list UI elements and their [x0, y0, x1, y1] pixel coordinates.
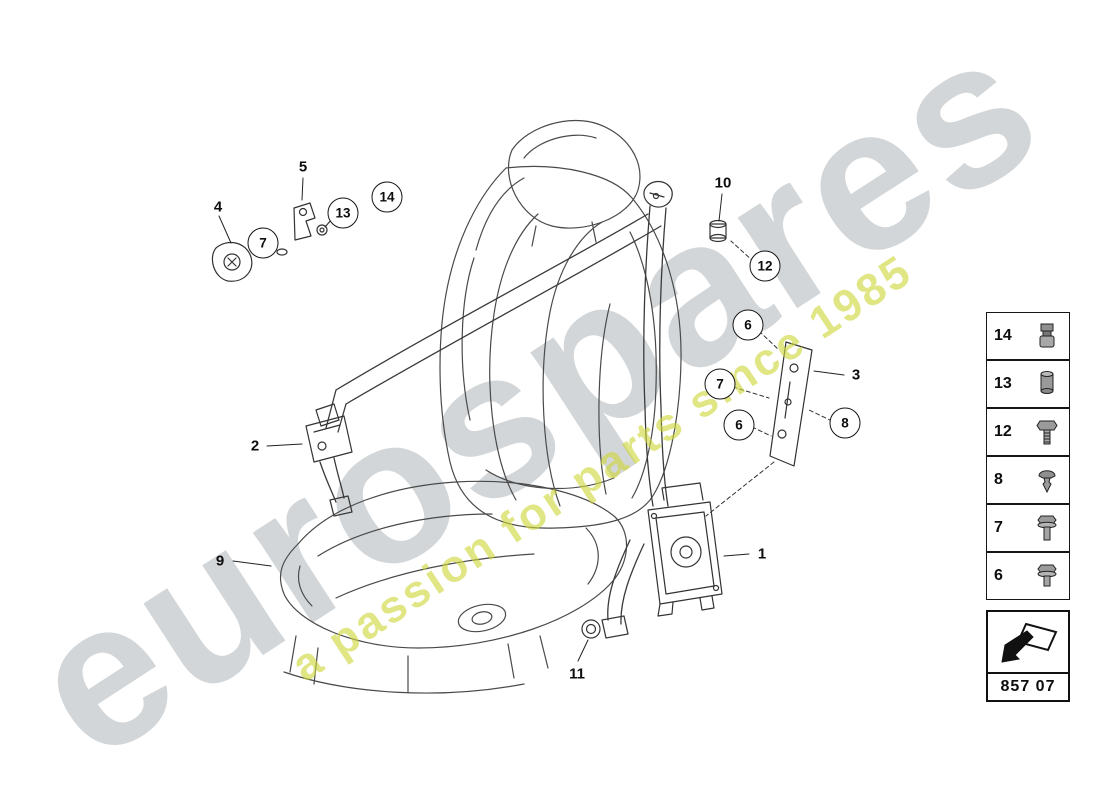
part-callout-circle-14: 14	[371, 181, 403, 213]
seat-back	[439, 165, 682, 529]
part-callout-circle-13: 13	[327, 197, 359, 229]
diagram-code-box: 857 07	[986, 610, 1070, 702]
direction-arrow-icon	[1001, 622, 1058, 663]
legend-item-13: 13	[986, 360, 1070, 408]
diagram-code: 857 07	[988, 672, 1068, 700]
legend-item-number: 14	[994, 327, 1012, 344]
part-callout-circle-12: 12	[749, 250, 781, 282]
belt-retractor-part-1	[647, 482, 723, 617]
legend-item-14: 14	[986, 312, 1070, 360]
leader-lines-dashed	[705, 240, 833, 517]
flange-bolt-icon	[1034, 561, 1060, 591]
legend-item-number: 12	[994, 423, 1012, 440]
part-callout-circle-6: 6	[723, 409, 755, 441]
seatbelt-straps	[319, 205, 669, 639]
part-callout-9: 9	[215, 552, 225, 570]
part-callout-circle-8: 8	[829, 407, 861, 439]
sleeve-nut-icon	[1034, 321, 1060, 351]
grommet-part-11	[581, 619, 601, 639]
leader-lines	[218, 177, 845, 662]
part-callout-circle-6: 6	[732, 309, 764, 341]
part-callout-circle-7: 7	[247, 227, 279, 259]
clip-icon	[1034, 465, 1060, 495]
seat-cushion	[279, 480, 628, 649]
legend-item-12: 12	[986, 408, 1070, 456]
part-callout-2: 2	[250, 437, 260, 455]
part-callout-10: 10	[714, 174, 732, 192]
legend-item-number: 7	[994, 519, 1003, 536]
part-callout-3: 3	[851, 366, 861, 384]
legend-item-6: 6	[986, 552, 1070, 600]
part-callout-1: 1	[757, 545, 767, 563]
part-callout-4: 4	[213, 198, 223, 216]
seat-headrest	[507, 119, 641, 247]
cover-part-4	[211, 241, 253, 282]
part-callout-5: 5	[298, 158, 308, 176]
legend-item-7: 7	[986, 504, 1070, 552]
spacer-part-10	[709, 219, 727, 243]
legend-item-number: 13	[994, 375, 1012, 392]
bracket-part-5	[293, 202, 316, 241]
belt-buckle-part-2	[305, 403, 353, 463]
legend-item-number: 8	[994, 471, 1003, 488]
mounting-bracket-part-3	[769, 341, 813, 467]
screw-icon	[1034, 417, 1060, 447]
legend-item-number: 6	[994, 567, 1003, 584]
seat-base-rails	[283, 635, 549, 694]
part-callout-11: 11	[569, 665, 585, 683]
bushing-icon	[1034, 369, 1060, 399]
bolt-icon	[1034, 513, 1060, 543]
part-callout-circle-7: 7	[704, 368, 736, 400]
belt-top-guide-part	[643, 180, 673, 208]
legend-item-8: 8	[986, 456, 1070, 504]
bolt-part-13-14	[276, 224, 328, 256]
